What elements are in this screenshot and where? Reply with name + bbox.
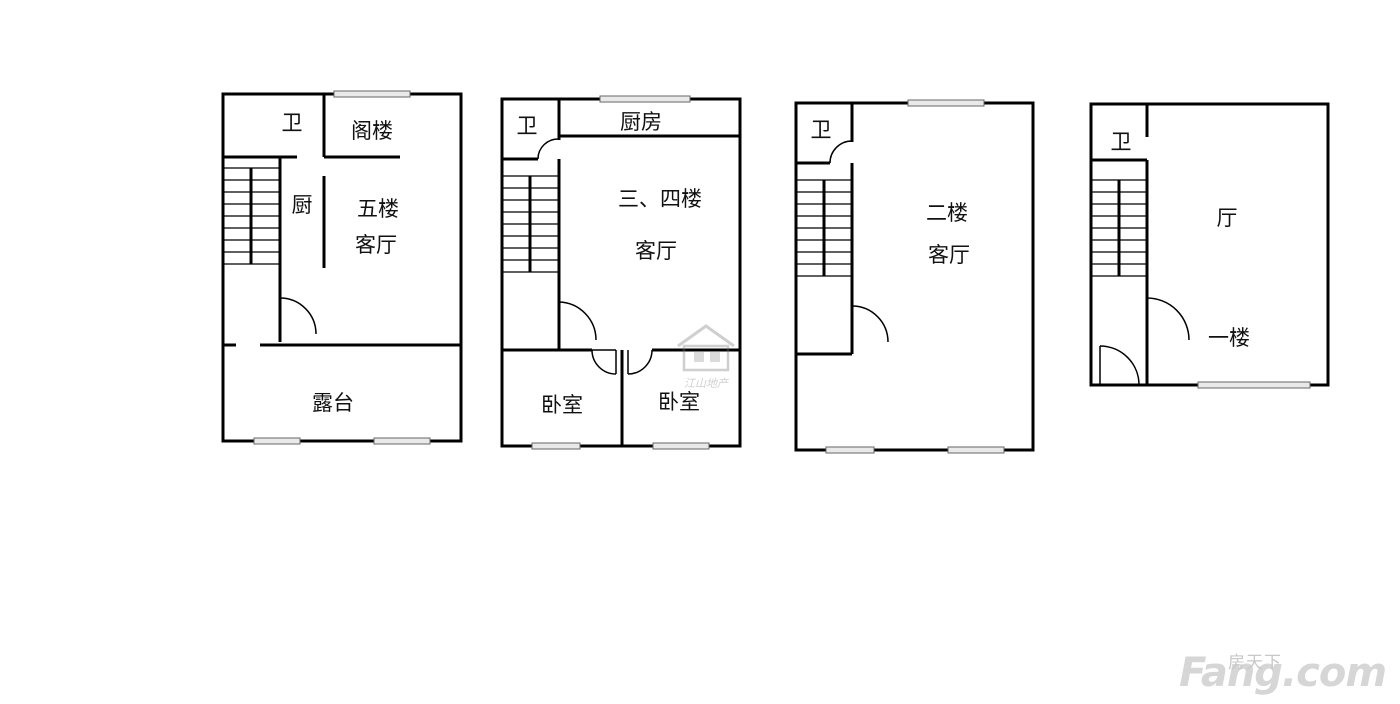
- staircase: [796, 179, 852, 277]
- label-living-room: 客厅: [635, 239, 677, 263]
- plan-floor-3-4: 卫 厨房 三、四楼 客厅 卧室 卧室: [500, 95, 742, 450]
- door: [627, 349, 653, 375]
- door: [537, 138, 560, 160]
- window: [373, 437, 431, 445]
- staircase: [502, 175, 559, 273]
- brand-cn: 房天下: [1228, 653, 1282, 673]
- door: [558, 301, 597, 341]
- window: [947, 446, 1005, 454]
- label-hall: 厅: [1217, 206, 1238, 230]
- label-wc: 卫: [517, 114, 538, 138]
- watermark-text: 江山地产: [684, 377, 729, 390]
- label-wc: 卫: [811, 118, 832, 142]
- window: [253, 437, 301, 445]
- label-living-room: 客厅: [355, 233, 397, 257]
- label-floor: 三、四楼: [618, 187, 702, 211]
- window: [825, 446, 875, 454]
- entrance-door: [1099, 345, 1140, 386]
- brand-logo: 房天下 Fang.com: [1179, 650, 1387, 696]
- label-bedroom-left: 卧室: [541, 393, 583, 417]
- window: [333, 90, 411, 98]
- window: [1197, 381, 1311, 389]
- door: [851, 305, 889, 343]
- label-kitchen: 厨: [292, 193, 313, 217]
- window: [652, 442, 710, 450]
- label-wc: 卫: [1111, 130, 1132, 154]
- door: [279, 297, 317, 335]
- door: [1146, 297, 1190, 341]
- label-bedroom-right: 卧室: [658, 390, 700, 414]
- plan-floor-2: 卫 二楼 客厅: [794, 99, 1035, 454]
- plan-floor-5: 卫 阁楼 厨 五楼 客厅 露台: [221, 90, 463, 445]
- label-kitchen: 厨房: [620, 110, 662, 134]
- staircase: [223, 167, 280, 265]
- label-wc: 卫: [282, 111, 303, 135]
- window: [907, 99, 985, 107]
- label-terrace: 露台: [312, 391, 354, 415]
- label-attic: 阁楼: [351, 119, 393, 143]
- door: [829, 140, 853, 164]
- label-floor: 五楼: [357, 197, 399, 221]
- plan-floor-1: 卫 厅 一楼: [1089, 102, 1330, 389]
- door: [591, 349, 617, 375]
- label-floor: 一楼: [1208, 326, 1250, 350]
- label-living-room: 客厅: [928, 243, 970, 267]
- watermark-logo: 江山地产: [677, 324, 735, 390]
- window: [599, 95, 691, 103]
- window: [531, 442, 581, 450]
- staircase: [1091, 179, 1147, 277]
- brand-en: Fang.com: [1179, 650, 1387, 696]
- label-floor: 二楼: [926, 201, 968, 225]
